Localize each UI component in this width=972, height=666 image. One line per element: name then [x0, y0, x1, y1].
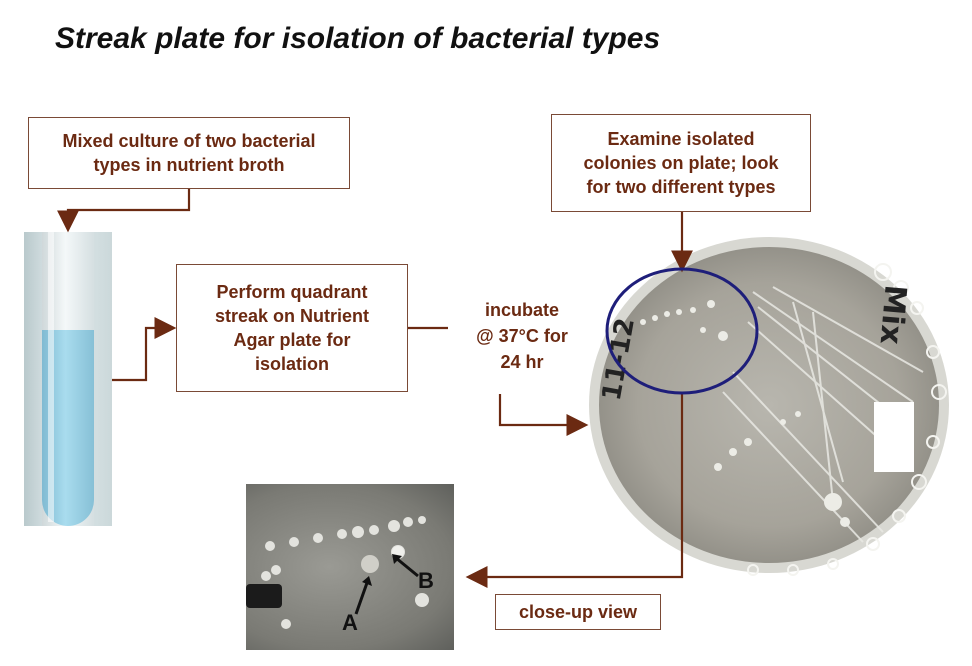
agar-plate-drawing: Mix 11-12	[589, 237, 949, 576]
closeup-image: A B	[246, 484, 454, 650]
arrow-to-tube	[57, 189, 191, 233]
highlight-circle	[605, 267, 759, 395]
incubate-line-1: incubate	[484, 300, 559, 320]
plate-label-right: Mix	[873, 283, 913, 345]
incubate-label: incubate @ 37°C for 24 hr	[452, 297, 592, 375]
arrow-to-streak	[112, 317, 177, 382]
colony-type-a	[361, 555, 379, 573]
arrow-to-closeup	[465, 392, 684, 588]
streak-line-4: isolation	[254, 354, 329, 374]
mixed-culture-line-1: Mixed culture of two bacterial	[62, 131, 316, 151]
mixed-culture-box: Mixed culture of two bacterial types in …	[28, 117, 350, 189]
arrow-to-plate	[498, 394, 589, 436]
streak-line-2: streak on Nutrient	[214, 306, 370, 326]
incubate-line-2: @ 37°C for	[476, 326, 568, 346]
mixed-culture-line-2: types in nutrient broth	[93, 155, 285, 175]
streak-line-3: Agar plate for	[233, 330, 351, 350]
broth-tube-image	[24, 232, 112, 526]
examine-colonies-box: Examine isolated colonies on plate; look…	[551, 114, 811, 212]
examine-line-2: colonies on plate; look	[583, 153, 779, 173]
quadrant-streak-box: Perform quadrant streak on Nutrient Agar…	[176, 264, 408, 392]
label-a: A	[342, 610, 358, 635]
examine-line-3: for two different types	[586, 177, 776, 197]
label-b: B	[418, 568, 434, 593]
closeup-drawing	[246, 516, 429, 629]
slide-title: Streak plate for isolation of bacterial …	[55, 22, 661, 55]
incubate-line-3: 24 hr	[500, 352, 544, 372]
closeup-view-box: close-up view	[495, 594, 661, 630]
streak-line-1: Perform quadrant	[216, 282, 368, 302]
examine-line-1: Examine isolated	[607, 129, 755, 149]
agar-plate-image: Mix 11-12	[583, 232, 955, 578]
